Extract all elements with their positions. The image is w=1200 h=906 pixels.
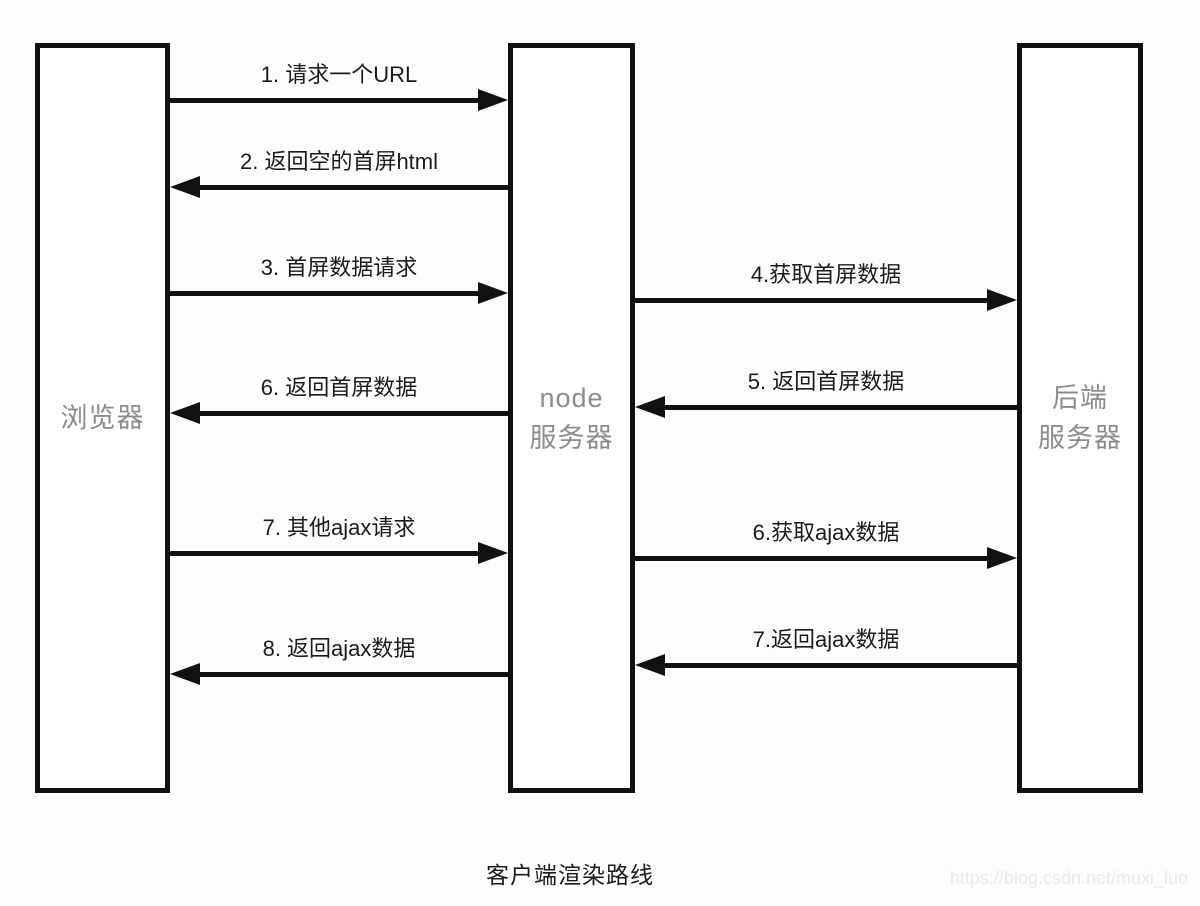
message-8-left: 8. 返回ajax数据 <box>170 634 508 696</box>
message-6-left: 6. 返回首屏数据 <box>170 373 508 435</box>
message-7-right: 7. 其他ajax请求 <box>170 513 508 575</box>
message-line <box>635 556 991 561</box>
actor-box-node-server: node 服务器 <box>508 43 635 793</box>
message-line <box>170 551 482 556</box>
actor-label-line: 后端 <box>1052 383 1108 413</box>
message-label: 3. 首屏数据请求 <box>260 255 418 280</box>
arrowhead-right-icon <box>987 547 1017 569</box>
message-4-right: 4.获取首屏数据 <box>635 260 1017 322</box>
diagram-caption: 客户端渲染路线 <box>486 862 654 888</box>
message-3-right: 3. 首屏数据请求 <box>170 253 508 315</box>
actor-label-node-server: node 服务器 <box>530 378 614 458</box>
message-label: 4.获取首屏数据 <box>750 262 902 287</box>
message-line <box>196 185 508 190</box>
message-7-left: 7.返回ajax数据 <box>635 625 1017 687</box>
message-5-left: 5. 返回首屏数据 <box>635 367 1017 429</box>
actor-label-browser: 浏览器 <box>61 398 145 438</box>
actor-label-line: node <box>539 383 604 413</box>
actor-label-line: 服务器 <box>1038 423 1122 453</box>
message-2-left: 2. 返回空的首屏html <box>170 147 508 209</box>
message-line <box>661 663 1017 668</box>
actor-label-line: 浏览器 <box>60 403 145 433</box>
arrowhead-left-icon <box>170 402 200 424</box>
message-line <box>196 672 508 677</box>
message-line <box>196 411 508 416</box>
actor-label-line: 服务器 <box>529 423 614 453</box>
arrowhead-left-icon <box>170 663 200 685</box>
message-label: 7.返回ajax数据 <box>752 627 900 652</box>
actor-box-browser: 浏览器 <box>35 43 170 793</box>
arrowhead-right-icon <box>478 89 508 111</box>
message-label: 1. 请求一个URL <box>260 62 418 87</box>
arrowhead-right-icon <box>478 282 508 304</box>
message-1-right: 1. 请求一个URL <box>170 60 508 122</box>
arrowhead-right-icon <box>478 542 508 564</box>
message-6-right: 6.获取ajax数据 <box>635 518 1017 580</box>
arrowhead-left-icon <box>170 176 200 198</box>
arrowhead-left-icon <box>635 654 665 676</box>
actor-box-backend-server: 后端 服务器 <box>1017 43 1143 793</box>
message-label: 2. 返回空的首屏html <box>239 149 439 174</box>
arrowhead-right-icon <box>987 289 1017 311</box>
arrowhead-left-icon <box>635 396 665 418</box>
watermark-url: https://blog.csdn.net/muxi_luo <box>949 868 1188 888</box>
message-line <box>635 298 991 303</box>
message-label: 6. 返回首屏数据 <box>260 375 418 400</box>
message-label: 5. 返回首屏数据 <box>747 369 905 394</box>
message-label: 7. 其他ajax请求 <box>262 515 416 540</box>
message-line <box>170 291 482 296</box>
message-line <box>661 405 1017 410</box>
message-label: 8. 返回ajax数据 <box>262 636 416 661</box>
message-line <box>170 98 482 103</box>
actor-label-backend-server: 后端 服务器 <box>1038 378 1122 458</box>
message-label: 6.获取ajax数据 <box>752 520 900 545</box>
